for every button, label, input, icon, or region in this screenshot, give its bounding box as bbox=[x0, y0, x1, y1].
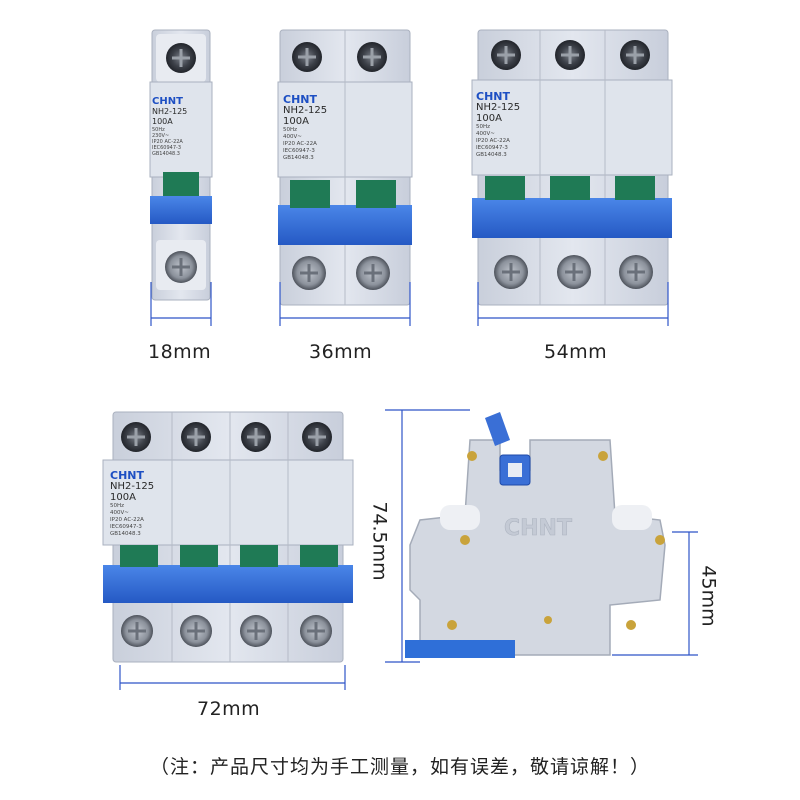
width-label-3p: 54mm bbox=[544, 341, 608, 363]
current-text: 100A bbox=[476, 113, 502, 124]
spec-line: IEC60947-3 bbox=[152, 145, 182, 151]
spec-line: 230V~ bbox=[152, 133, 170, 139]
height-label: 74.5mm bbox=[368, 501, 391, 581]
breaker-1p bbox=[149, 29, 213, 301]
width-label-1p: 18mm bbox=[148, 341, 212, 363]
spec-line: IEC60947-3 bbox=[110, 524, 142, 530]
model-text: NH2-125 bbox=[152, 107, 188, 116]
spec-line: 50Hz bbox=[476, 124, 491, 130]
current-text: 100A bbox=[283, 116, 309, 127]
model-text: NH2-125 bbox=[110, 481, 155, 492]
breaker-side-view: CHNT bbox=[405, 412, 666, 658]
model-text: NH2-125 bbox=[283, 105, 328, 116]
spec-line: GB14048.3 bbox=[476, 152, 507, 158]
breaker-4p bbox=[102, 411, 354, 663]
breaker-3p bbox=[471, 29, 673, 306]
spec-line: GB14048.3 bbox=[152, 151, 180, 157]
brand-logo: CHNT bbox=[110, 469, 144, 482]
spec-line: IP20 AC-22A bbox=[110, 517, 144, 523]
breaker-2p bbox=[277, 29, 413, 306]
spec-line: 400V~ bbox=[110, 510, 129, 516]
current-text: 100A bbox=[110, 492, 136, 503]
spec-line: GB14048.3 bbox=[283, 155, 314, 161]
current-text: 100A bbox=[152, 117, 173, 126]
label-4p: CHNT NH2-125 100A 50Hz 400V~ IP20 AC-22A… bbox=[110, 470, 180, 538]
measurement-note: （注：产品尺寸均为手工测量，如有误差，敬请谅解！） bbox=[149, 756, 650, 778]
spec-line: IEC60947-3 bbox=[283, 148, 315, 154]
spec-line: 400V~ bbox=[476, 131, 495, 137]
brand-logo: CHNT bbox=[476, 90, 510, 103]
spec-line: IP20 AC-22A bbox=[476, 138, 510, 144]
width-label-2p: 36mm bbox=[309, 341, 373, 363]
svg-text:CHNT: CHNT bbox=[504, 516, 572, 541]
label-1p: CHNT NH2-125 100A 50Hz 230V~ IP20 AC-22A… bbox=[152, 96, 210, 158]
spec-line: 50Hz bbox=[283, 127, 298, 133]
spec-line: 50Hz bbox=[110, 503, 125, 509]
label-3p: CHNT NH2-125 100A 50Hz 400V~ IP20 AC-22A… bbox=[476, 91, 546, 159]
dimension-lines bbox=[119, 282, 698, 690]
side-height-label: 45mm bbox=[697, 565, 720, 627]
label-2p: CHNT NH2-125 100A 50Hz 400V~ IP20 AC-22A… bbox=[283, 94, 353, 162]
width-label-4p: 72mm bbox=[197, 698, 261, 720]
spec-line: 400V~ bbox=[283, 134, 302, 140]
spec-line: IP20 AC-22A bbox=[152, 139, 183, 145]
spec-line: GB14048.3 bbox=[110, 531, 141, 537]
brand-logo: CHNT bbox=[152, 96, 183, 107]
spec-line: IP20 AC-22A bbox=[283, 141, 317, 147]
model-text: NH2-125 bbox=[476, 102, 521, 113]
spec-line: 50Hz bbox=[152, 127, 165, 133]
spec-line: IEC60947-3 bbox=[476, 145, 508, 151]
brand-logo: CHNT bbox=[283, 93, 317, 106]
